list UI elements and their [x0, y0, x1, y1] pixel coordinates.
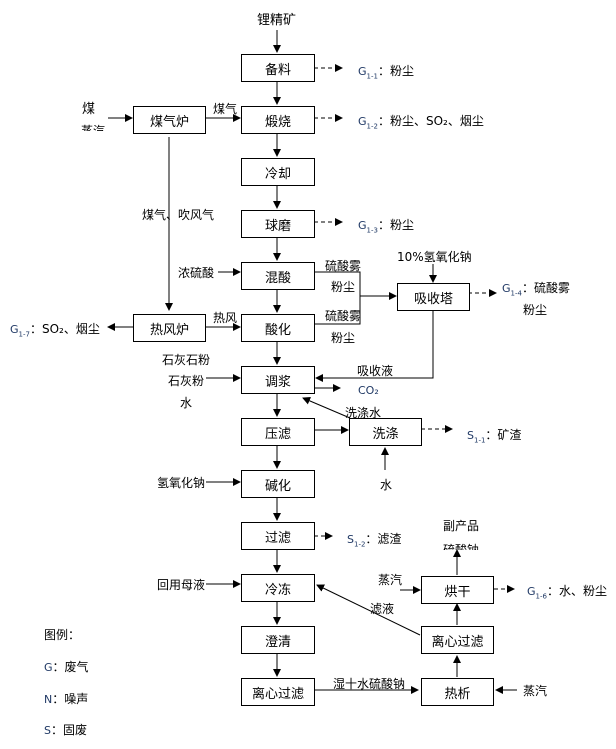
box-honggan: 烘干 — [421, 576, 494, 604]
label-filtrate: 滤液 — [370, 602, 395, 616]
box-rexi: 热析 — [421, 678, 494, 706]
box-lengdong: 冷冻 — [241, 574, 315, 602]
label-dust-1: 粉尘 — [331, 280, 356, 294]
legend-item-n: N：噪声 — [44, 692, 89, 706]
emission-g1-3: G1-3：粉尘 — [358, 218, 414, 235]
label-byproduct-sub: 硫酸钠 — [443, 543, 480, 550]
label-conc-acid: 浓硫酸 — [178, 266, 215, 280]
box-beiliao: 备料 — [241, 54, 315, 82]
box-lixin-1: 离心过滤 — [241, 678, 315, 706]
box-xidi: 洗涤 — [349, 418, 422, 446]
box-duanshao: 煅烧 — [241, 106, 315, 134]
label-acid-mist-1: 硫酸雾 — [325, 259, 362, 273]
label-gas-blow: 煤气、吹风气 — [142, 208, 215, 222]
emission-g1-6: G1-6：水、粉尘 — [527, 584, 607, 601]
label-lime: 石灰粉 — [168, 374, 205, 388]
label-steam-1: 蒸汽 — [378, 573, 403, 587]
box-tiaojiang: 调浆 — [241, 366, 315, 394]
label-wash-water: 洗涤水 — [345, 406, 382, 420]
input-lithium-ore: 锂精矿 — [257, 13, 297, 28]
box-qiumo: 球磨 — [241, 210, 315, 238]
label-mother-liquor: 回用母液 — [157, 578, 206, 592]
label-water-1: 水 — [180, 396, 193, 410]
box-lengque: 冷却 — [241, 158, 315, 186]
box-yalv: 压滤 — [241, 418, 315, 446]
emission-g1-4: G1-4：硫酸雾 — [502, 281, 570, 298]
legend-title: 图例： — [44, 628, 81, 642]
box-suanhua: 酸化 — [241, 314, 315, 342]
label-naoh: 氢氧化钠 — [157, 476, 206, 490]
emission-g1-4-dust: 粉尘 — [523, 303, 548, 317]
label-coal-sub: 蒸汽 — [81, 124, 106, 131]
legend-item-g: G：废气 — [44, 660, 89, 674]
box-hunsuan: 混酸 — [241, 262, 315, 290]
box-meiqilu: 煤气炉 — [133, 106, 206, 134]
label-limestone: 石灰石粉 — [162, 353, 211, 367]
label-gas: 煤气 — [213, 102, 238, 116]
label-co2: CO₂ — [358, 384, 379, 397]
emission-s1-1: S1-1：矿渣 — [467, 428, 522, 445]
box-lixin-2: 离心过滤 — [421, 626, 494, 654]
label-hot-air: 热风 — [213, 311, 238, 325]
box-refenglu: 热风炉 — [133, 314, 206, 342]
box-xishou: 吸收塔 — [397, 283, 470, 311]
label-naoh-10: 10%氢氧化钠 — [397, 250, 472, 264]
emission-s1-2: S1-2：滤渣 — [347, 532, 402, 549]
box-jianhua: 碱化 — [241, 470, 315, 498]
label-water-2: 水 — [380, 478, 393, 492]
label-dust-2: 粉尘 — [331, 331, 356, 345]
label-byproduct: 副产品 — [443, 519, 480, 533]
emission-g1-1: G1-1：粉尘 — [358, 64, 414, 81]
label-steam-2: 蒸汽 — [523, 684, 548, 698]
emission-g1-7: G1-7：SO₂、烟尘 — [10, 322, 100, 339]
box-guolv: 过滤 — [241, 522, 315, 550]
label-absorb-liquid: 吸收液 — [357, 364, 394, 378]
box-chengqing: 澄清 — [241, 626, 315, 654]
label-coal: 煤 — [82, 102, 96, 117]
label-wet-sodium-sulfate: 湿十水硫酸钠 — [333, 677, 406, 691]
emission-g1-2: G1-2：粉尘、SO₂、烟尘 — [358, 114, 484, 131]
label-acid-mist-2: 硫酸雾 — [325, 309, 362, 323]
legend-item-s: S：固废 — [44, 723, 87, 737]
